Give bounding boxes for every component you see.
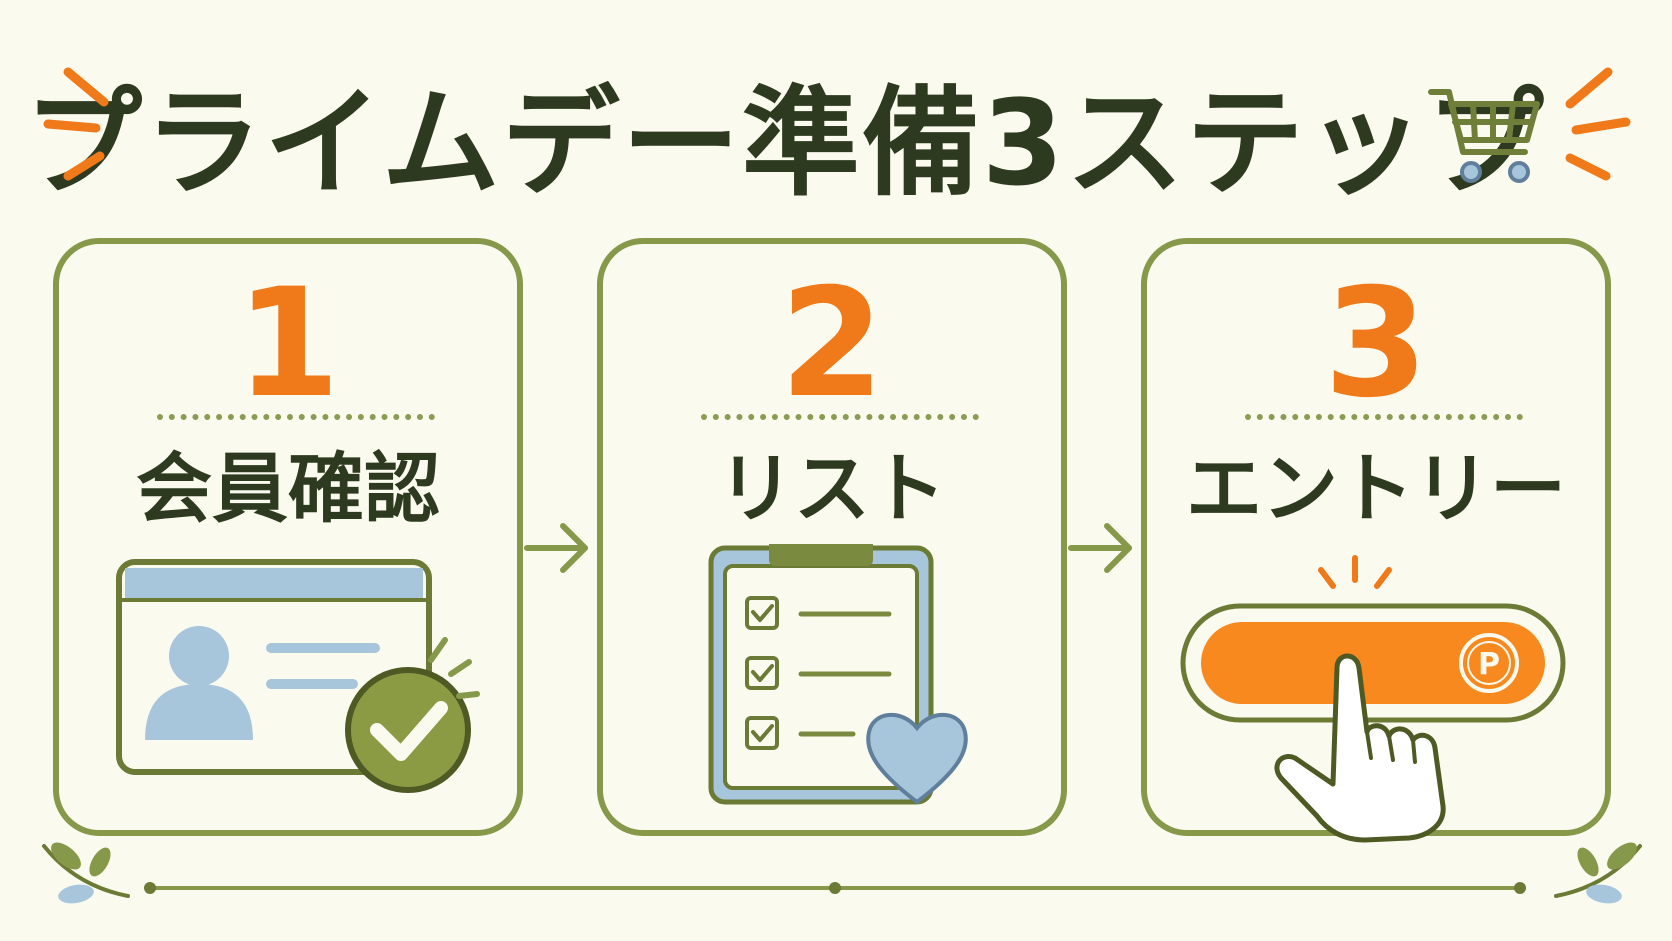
step-number-1: 1 — [235, 257, 341, 431]
leaf-left-icon — [42, 842, 130, 904]
arrow-right-icon — [524, 523, 588, 573]
step-card-2: 2 リスト — [597, 238, 1067, 836]
step-label-3: エントリー — [1186, 444, 1566, 533]
leaf-right-icon — [1554, 842, 1642, 904]
sparkle-left-icon — [43, 67, 109, 181]
step-number-2: 2 — [779, 257, 885, 431]
step-number-3: 3 — [1323, 257, 1429, 431]
page-title: プライムデー準備3ステップ — [24, 73, 1546, 212]
step-card-1: 1 会員確認 — [53, 238, 523, 836]
step-label-2: リスト — [718, 444, 946, 533]
sparkle-right-icon — [1565, 67, 1631, 181]
dotted-divider — [701, 414, 979, 420]
step-label-1: 会員確認 — [136, 444, 440, 533]
arrow-right-icon — [1068, 523, 1132, 573]
step-card-3: 3 エントリー P — [1141, 238, 1611, 843]
checklist-clipboard-heart-icon — [708, 544, 968, 805]
entry-button-tap-icon: P — [1180, 555, 1566, 843]
dotted-divider — [157, 414, 435, 420]
shopping-cart-icon — [1428, 89, 1540, 183]
member-id-card-check-icon — [116, 559, 480, 793]
bottom-divider-line — [144, 882, 1526, 894]
dotted-divider — [1245, 414, 1523, 420]
entry-point-badge: P — [1478, 647, 1500, 682]
